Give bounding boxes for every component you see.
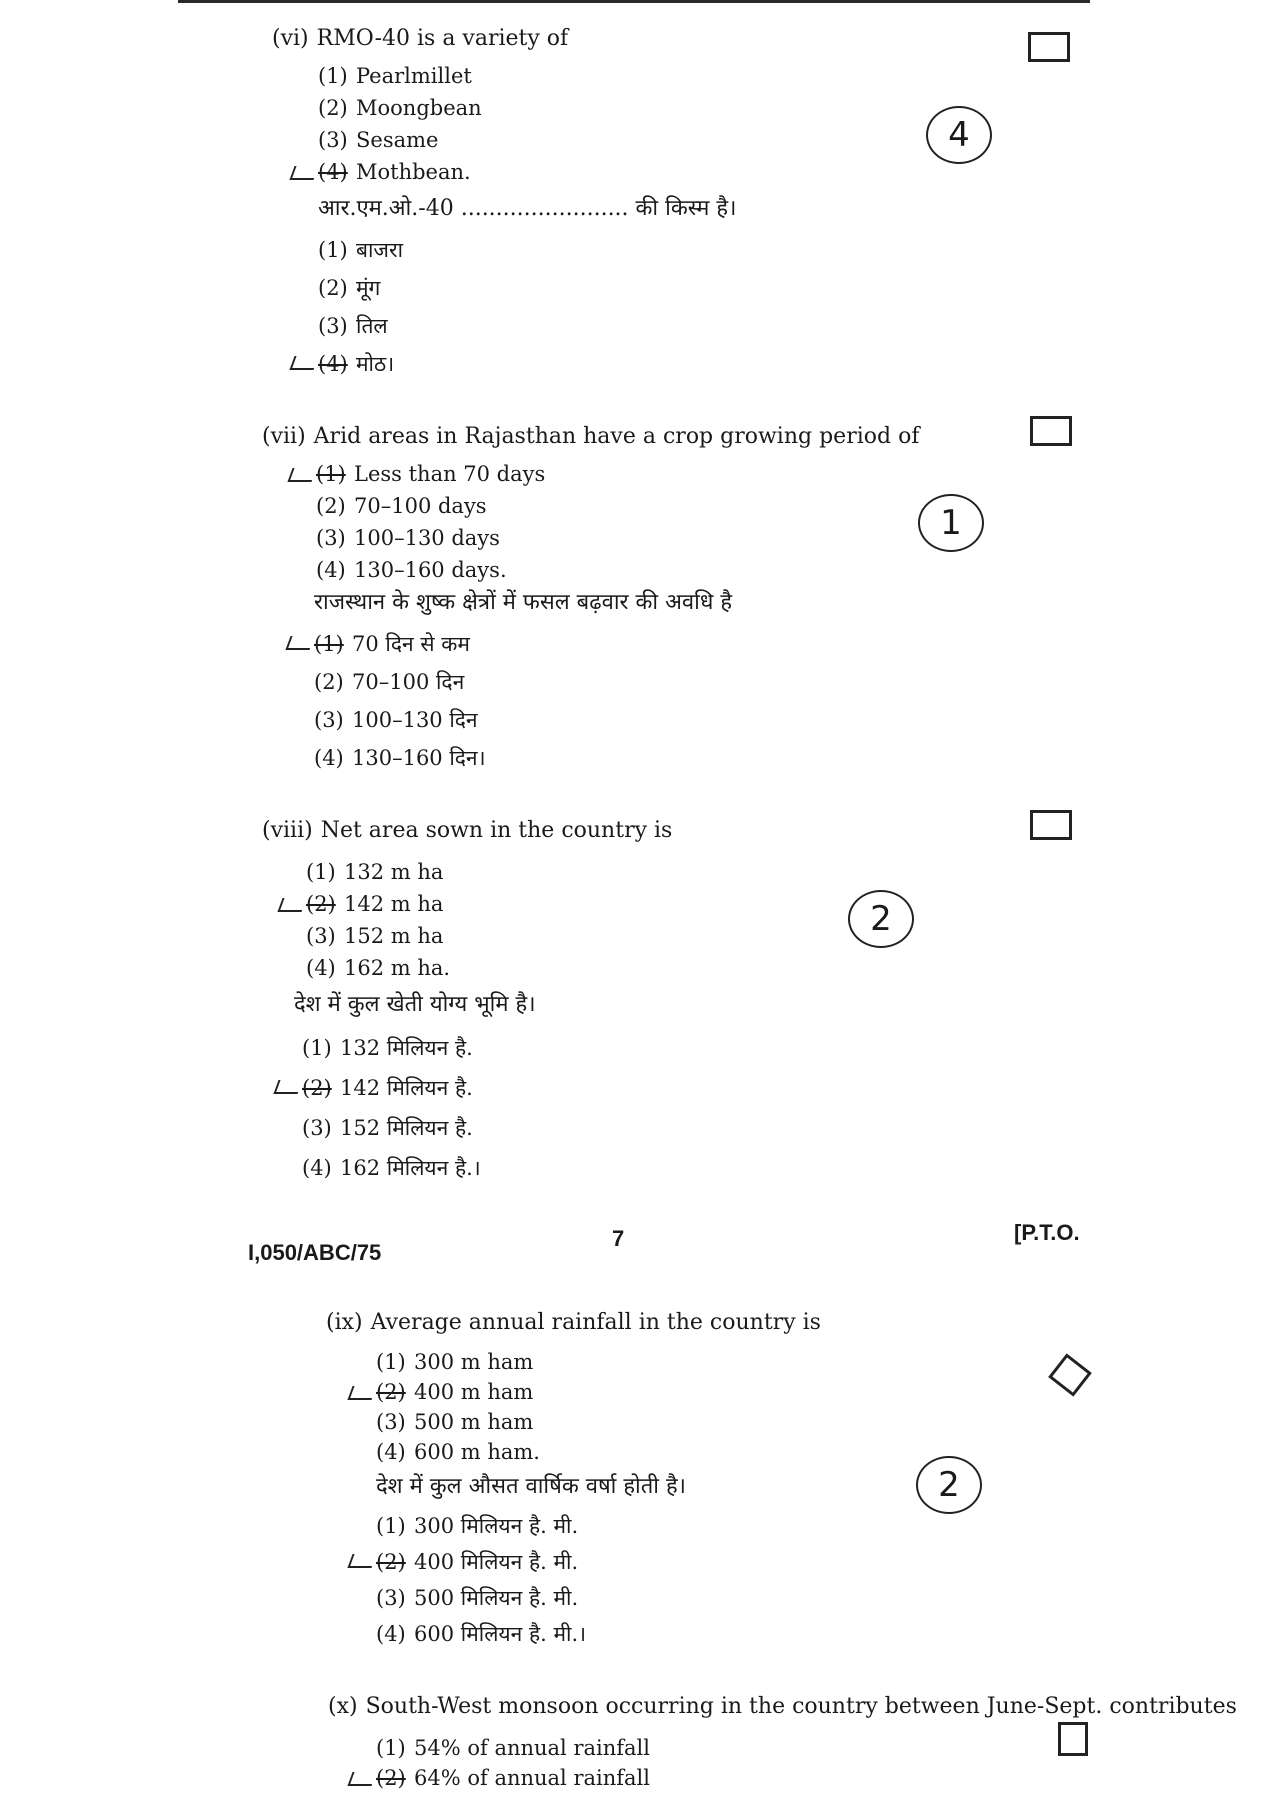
question-x: (x) South-West monsoon occurring in the c… (328, 1694, 1237, 1720)
option-3: (3)152 मिलियन है. (302, 1116, 473, 1140)
option-2-marked: (2)64% of annual rainfall (347, 1766, 650, 1790)
option-2: (2)मूंग (318, 276, 381, 300)
question-number: (vii) (262, 424, 306, 449)
option-2: (2)70–100 दिन (314, 670, 465, 694)
question-vi: (vi) RMO-40 is a variety of (272, 26, 568, 52)
question-text-en: RMO-40 is a variety of (316, 26, 569, 51)
answer-box (1028, 32, 1070, 62)
question-number: (vi) (272, 26, 309, 51)
option-2: (2)70–100 days (316, 494, 487, 518)
option-4: (4)130–160 दिन। (314, 746, 486, 770)
question-viii: (viii) Net area sown in the country is (262, 818, 672, 844)
question-number: (ix) (326, 1310, 363, 1335)
top-rule (178, 0, 1090, 3)
question-number: (x) (328, 1694, 358, 1719)
option-1-marked: (1)70 दिन से कम (285, 630, 470, 658)
option-1: (1)300 मिलियन है. मी. (376, 1514, 579, 1538)
answer-box (1058, 1722, 1088, 1756)
tick-mark-icon (289, 356, 319, 370)
tick-mark-icon (273, 1080, 303, 1094)
option-1: (1)132 m ha (306, 860, 444, 884)
question-text-en: South-West monsoon occurring in the coun… (365, 1694, 1237, 1719)
option-3: (3)500 मिलियन है. मी. (376, 1586, 579, 1610)
tick-mark-icon (287, 468, 317, 482)
question-text-en: Arid areas in Rajasthan have a crop grow… (313, 424, 920, 449)
option-4: (4)600 मिलियन है. मी.। (376, 1622, 587, 1646)
option-1: (1)300 m ham (376, 1350, 534, 1374)
circled-answer: 4 (926, 106, 992, 164)
option-2-marked: (2)400 m ham (347, 1380, 533, 1404)
question-text-en: Net area sown in the country is (320, 818, 673, 843)
answer-box (1030, 416, 1072, 446)
option-3: (3)152 m ha (306, 924, 444, 948)
tick-mark-icon (347, 1386, 377, 1400)
option-1-marked: (1)Less than 70 days (287, 462, 545, 486)
question-vii: (vii) Arid areas in Rajasthan have a crop… (262, 424, 919, 450)
option-1: (1)132 मिलियन है. (302, 1036, 473, 1060)
tick-mark-icon (347, 1772, 377, 1786)
option-3: (3)तिल (318, 314, 388, 338)
option-4-marked: (4)Mothbean. (289, 160, 471, 184)
question-text-en: Average annual rainfall in the country i… (370, 1310, 821, 1335)
option-2-marked: (2)142 मिलियन है. (273, 1074, 473, 1102)
option-4: (4)162 m ha. (306, 956, 451, 980)
option-3: (3)100–130 दिन (314, 708, 478, 732)
paper-code: I,050/ABC/75 (248, 1240, 382, 1265)
tick-mark-icon (289, 166, 319, 180)
tick-mark-icon (277, 898, 307, 912)
question-ix: (ix) Average annual rainfall in the count… (326, 1310, 821, 1336)
page-number: 7 (612, 1226, 625, 1251)
tick-mark-icon (285, 636, 315, 650)
option-4: (4)162 मिलियन है.। (302, 1156, 481, 1180)
option-3: (3)100–130 days (316, 526, 500, 550)
option-2: (2)Moongbean (318, 96, 482, 120)
option-1: (1)बाजरा (318, 238, 404, 262)
question-text-hi: देश में कुल औसत वार्षिक वर्षा होती है। (376, 1474, 687, 1499)
question-number: (viii) (262, 818, 313, 843)
answer-box (1030, 810, 1072, 840)
circled-answer: 2 (916, 1456, 982, 1514)
question-text-hi: आर.एम.ओ.-40 ........................ की … (318, 196, 737, 221)
option-3: (3)500 m ham (376, 1410, 534, 1434)
question-text-hi: देश में कुल खेती योग्य भूमि है। (294, 992, 536, 1017)
question-text-hi: राजस्थान के शुष्क क्षेत्रों में फसल बढ़व… (314, 590, 733, 615)
option-4: (4)600 m ham. (376, 1440, 540, 1464)
option-1: (1)54% of annual rainfall (376, 1736, 650, 1760)
answer-box (1048, 1353, 1092, 1397)
tick-mark-icon (347, 1554, 377, 1568)
option-4: (4)130–160 days. (316, 558, 507, 582)
circled-answer: 2 (848, 890, 914, 948)
option-3: (3)Sesame (318, 128, 439, 152)
circled-answer: 1 (918, 494, 984, 552)
option-1: (1)Pearlmillet (318, 64, 472, 88)
pto-label: [P.T.O. (1014, 1220, 1080, 1245)
option-4-marked: (4)मोठ। (289, 350, 394, 378)
option-2-marked: (2)400 मिलियन है. मी. (347, 1548, 578, 1576)
option-2-marked: (2)142 m ha (277, 892, 443, 916)
